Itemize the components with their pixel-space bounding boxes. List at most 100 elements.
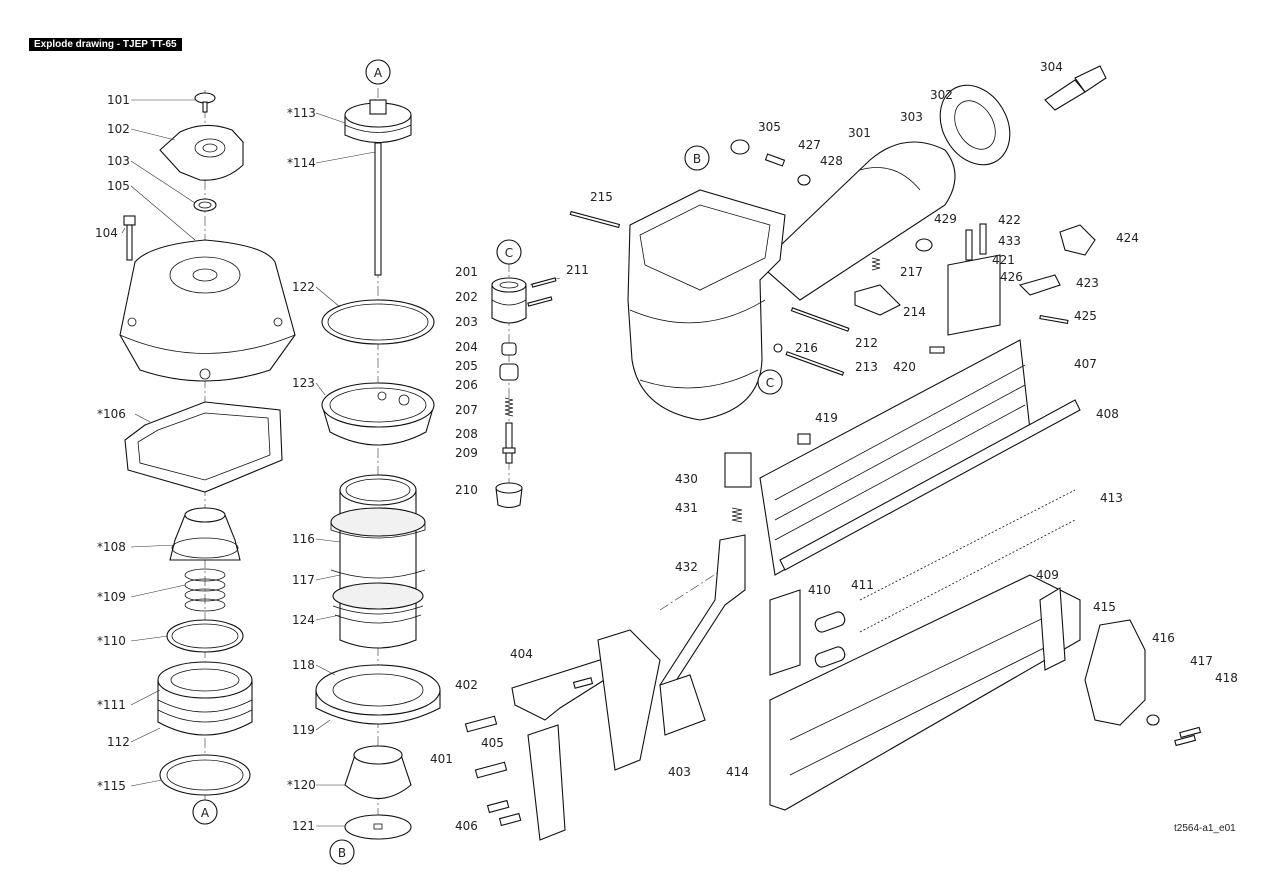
label-305: 305 xyxy=(758,120,781,134)
label-430: 430 xyxy=(675,472,698,486)
part-housing-body xyxy=(627,189,786,421)
part-204-206-valve-stem-parts xyxy=(499,342,519,381)
part-411-pusher-rollers xyxy=(814,611,846,668)
part-401-bolts xyxy=(464,715,508,779)
part-304-air-fitting xyxy=(1044,65,1107,111)
label-123: 123 xyxy=(292,376,315,390)
label-124: 124 xyxy=(292,613,315,627)
svg-text:C: C xyxy=(766,376,774,390)
label-215: 215 xyxy=(590,190,613,204)
label-103: 103 xyxy=(107,154,130,168)
part-404-screw xyxy=(572,677,594,689)
label-122: 122 xyxy=(292,280,315,294)
ref-marker-c-top: C xyxy=(496,239,522,265)
part-302-end-cap xyxy=(939,84,1011,166)
part-113-piston xyxy=(344,99,412,143)
label-423: 423 xyxy=(1076,276,1099,290)
part-427-428-screws xyxy=(764,153,811,186)
ref-marker-a-top: A xyxy=(365,59,391,85)
svg-text:A: A xyxy=(201,806,210,820)
label-405: 405 xyxy=(481,736,504,750)
label-120: *120 xyxy=(287,778,316,792)
label-205: 205 xyxy=(455,359,478,373)
part-111-valve-body xyxy=(157,661,253,736)
part-121-plate xyxy=(344,814,412,840)
ref-marker-c-side: C xyxy=(757,369,783,395)
part-114-driver-blade xyxy=(374,142,382,276)
label-408: 408 xyxy=(1096,407,1119,421)
label-433: 433 xyxy=(998,234,1021,248)
part-123-cylinder-sleeve xyxy=(321,382,435,446)
part-214-trigger xyxy=(854,284,901,316)
part-430-bracket xyxy=(724,452,752,488)
label-118: 118 xyxy=(292,658,315,672)
part-416-end-cap xyxy=(1084,619,1146,726)
label-402: 402 xyxy=(455,678,478,692)
label-214: 214 xyxy=(903,305,926,319)
drawing-title: Explode drawing - TJEP TT-65 xyxy=(29,38,182,51)
label-211: 211 xyxy=(566,263,589,277)
part-103-o-ring xyxy=(193,198,217,212)
part-406-screws xyxy=(486,799,522,827)
part-409-414-magazine xyxy=(769,574,1081,811)
label-216: 216 xyxy=(795,341,818,355)
part-408-strip xyxy=(779,399,1081,571)
part-210-trigger-valve-cap xyxy=(495,482,523,509)
label-432: 432 xyxy=(675,560,698,574)
label-201: 201 xyxy=(455,265,478,279)
label-105: 105 xyxy=(107,179,130,193)
label-415: 415 xyxy=(1093,600,1116,614)
label-416: 416 xyxy=(1152,631,1175,645)
label-409: 409 xyxy=(1036,568,1059,582)
part-305-nut xyxy=(730,139,750,155)
part-431-spring xyxy=(731,507,743,523)
label-403: 403 xyxy=(668,765,691,779)
label-108: *108 xyxy=(97,540,126,554)
label-304: 304 xyxy=(1040,60,1063,74)
label-401: 401 xyxy=(430,752,453,766)
svg-text:B: B xyxy=(693,152,701,166)
label-114: *114 xyxy=(287,156,316,170)
part-118-119-bumper xyxy=(315,664,441,725)
label-422: 422 xyxy=(998,213,1021,227)
part-403-nose xyxy=(597,629,661,771)
part-420-screw xyxy=(929,346,945,354)
label-301: 301 xyxy=(848,126,871,140)
part-422-433-screws xyxy=(965,223,987,261)
label-110: *110 xyxy=(97,634,126,648)
part-212-213-pins xyxy=(785,307,850,376)
part-423-latch xyxy=(1018,274,1061,296)
label-213: 213 xyxy=(855,360,878,374)
part-201-202-203-valve-bushing xyxy=(491,277,527,324)
label-411: 411 xyxy=(851,578,874,592)
svg-text:A: A xyxy=(374,66,383,80)
part-211-pins xyxy=(527,277,561,307)
label-210: 210 xyxy=(455,483,478,497)
label-208: 208 xyxy=(455,427,478,441)
label-207: 207 xyxy=(455,403,478,417)
part-405-contact-arm xyxy=(527,724,566,841)
part-101-screw xyxy=(194,92,216,113)
part-407-magazine-rail xyxy=(759,339,1031,576)
label-119: 119 xyxy=(292,723,315,737)
label-106: *106 xyxy=(97,407,126,421)
label-407: 407 xyxy=(1074,357,1097,371)
label-212: 212 xyxy=(855,336,878,350)
svg-text:B: B xyxy=(338,846,346,860)
part-102-exhaust-deflector xyxy=(159,124,244,181)
part-number-labels: 101 102 103 105 104 *106 *108 *109 *110 … xyxy=(95,60,1238,833)
label-425: 425 xyxy=(1074,309,1097,323)
label-431: 431 xyxy=(675,501,698,515)
part-424-lever xyxy=(1059,224,1096,256)
part-413-springs xyxy=(859,489,1076,633)
part-207-spring xyxy=(504,397,514,417)
label-204: 204 xyxy=(455,340,478,354)
part-415-slide xyxy=(1039,587,1066,671)
label-203: 203 xyxy=(455,315,478,329)
ref-marker-a-bottom: A xyxy=(192,799,218,825)
label-418: 418 xyxy=(1215,671,1238,685)
part-301-handle xyxy=(759,141,956,301)
label-202: 202 xyxy=(455,290,478,304)
label-420: 420 xyxy=(893,360,916,374)
part-120-bumper xyxy=(344,745,412,799)
